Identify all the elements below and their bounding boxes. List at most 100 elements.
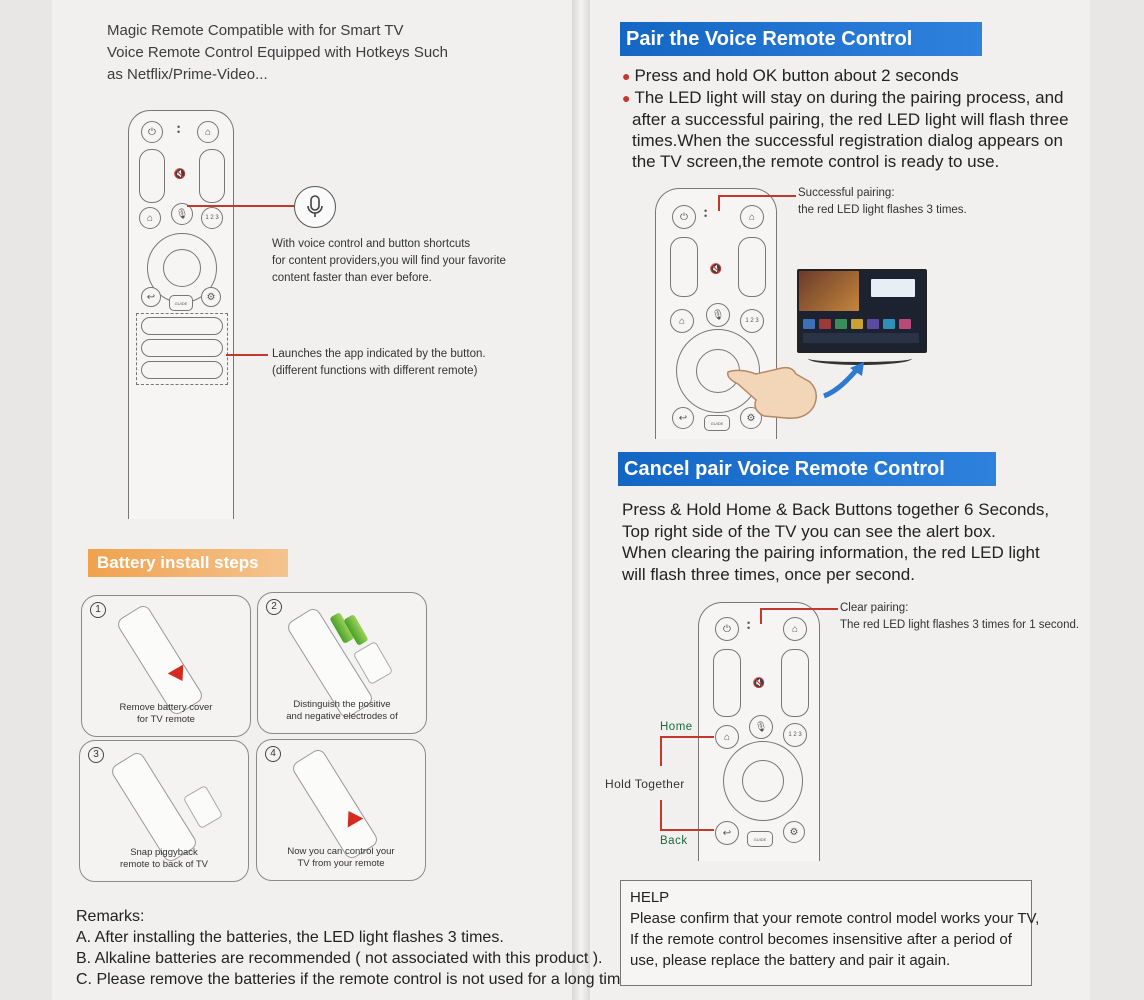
clear-callout-line-v bbox=[760, 608, 762, 624]
tv-app-tile bbox=[835, 319, 847, 329]
hold-together-label: Hold Together bbox=[605, 777, 685, 791]
pair-callout-line-2: the red LED light flashes 3 times. bbox=[798, 204, 967, 216]
mute-icon: 🔇 bbox=[173, 168, 187, 180]
led-indicator: •• bbox=[177, 122, 180, 137]
mic-icon: 🎙 bbox=[171, 203, 193, 225]
back-button: ↩ bbox=[715, 821, 739, 845]
input-icon: ⌂ bbox=[197, 121, 219, 143]
cancel-line-1: Press & Hold Home & Back Buttons togethe… bbox=[622, 500, 1050, 519]
app-callout-line-2: (different functions with different remo… bbox=[272, 365, 478, 377]
voice-callout-text: With voice control and button shortcuts … bbox=[272, 236, 506, 287]
tv-app-tile bbox=[803, 319, 815, 329]
bullet-dot: ● bbox=[622, 68, 631, 84]
pair-bullet-2-cont-3: the TV screen,the remote control is read… bbox=[632, 152, 1000, 171]
led-indicator: •• bbox=[704, 206, 707, 221]
back-label: Back bbox=[660, 835, 688, 847]
numpad-icon: 1 2 3 bbox=[740, 309, 764, 333]
remark-a: A. After installing the batteries, the L… bbox=[76, 929, 504, 946]
tv-row bbox=[803, 333, 919, 343]
help-line-1: Please confirm that your remote control … bbox=[630, 910, 1040, 927]
battery-step-1: 1 Remove battery cover for TV remote bbox=[81, 595, 251, 737]
voice-callout-line-2: for content providers,you will find your… bbox=[272, 255, 506, 267]
step-caption: Distinguish the positive and negative el… bbox=[258, 699, 426, 723]
settings-icon: ⚙ bbox=[783, 821, 805, 843]
mute-icon: 🔇 bbox=[709, 263, 723, 275]
led-indicator: •• bbox=[747, 618, 750, 633]
step-number: 3 bbox=[88, 747, 104, 763]
cancel-line-4: will flash three times, once per second. bbox=[622, 564, 915, 584]
pair-callout-line-1: Successful pairing: bbox=[798, 187, 895, 199]
step-caption: Snap piggyback remote to back of TV bbox=[80, 847, 248, 871]
ok-button bbox=[742, 760, 784, 802]
pair-callout-text: Successful pairing: the red LED light fl… bbox=[798, 185, 967, 219]
home-bracket-h bbox=[660, 736, 714, 738]
step-number: 1 bbox=[90, 602, 106, 618]
home-button: ⌂ bbox=[715, 725, 739, 749]
tv-illustration bbox=[797, 269, 927, 353]
numpad-label: 1 2 3 bbox=[205, 215, 219, 221]
back-icon: ↩ bbox=[672, 407, 694, 429]
guide-label: GUIDE bbox=[753, 836, 767, 842]
pair-callout-line-h bbox=[718, 195, 796, 197]
intro-line-3: as Netflix/Prime-Video... bbox=[107, 66, 268, 83]
app-button-1 bbox=[141, 317, 223, 335]
step-caption-line-2: TV from your remote bbox=[297, 858, 385, 869]
step-number: 2 bbox=[266, 599, 282, 615]
remote-illustration-cancel: ⏻ •• ⌂ 🔇 ⌂ 🎙 1 2 3 ↩ GUIDE ⚙ bbox=[698, 602, 820, 861]
right-page bbox=[590, 0, 1090, 1000]
home-icon: ⌂ bbox=[670, 309, 694, 333]
remote-illustration-main: ⏻ •• ⌂ 🔇 ⌂ 🎙 1 2 3 ↩ GUIDE ⚙ bbox=[128, 110, 234, 519]
battery-step-3: 3 Snap piggyback remote to back of TV bbox=[79, 740, 249, 882]
input-icon: ⌂ bbox=[740, 205, 764, 229]
help-box: HELP Please confirm that your remote con… bbox=[620, 880, 1040, 986]
home-bracket-v bbox=[660, 736, 662, 766]
voice-callout-line-1: With voice control and button shortcuts bbox=[272, 238, 471, 250]
remark-b: B. Alkaline batteries are recommended ( … bbox=[76, 950, 603, 967]
step-caption-line-1: Now you can control your bbox=[287, 846, 395, 857]
guide-icon: GUIDE bbox=[704, 415, 730, 431]
remarks-title: Remarks: bbox=[76, 908, 145, 925]
app-callout-line bbox=[226, 354, 268, 356]
remarks-block: Remarks: A. After installing the batteri… bbox=[76, 906, 634, 990]
mic-icon: 🎙 bbox=[706, 303, 730, 327]
app-callout-line-1: Launches the app indicated by the button… bbox=[272, 348, 486, 360]
remote-back-illustration bbox=[115, 602, 205, 718]
remote-back-illustration bbox=[290, 746, 380, 862]
step-caption: Now you can control your TV from your re… bbox=[257, 846, 425, 870]
home-label: Home bbox=[660, 721, 693, 733]
ok-button bbox=[163, 249, 201, 287]
app-callout-text: Launches the app indicated by the button… bbox=[272, 346, 486, 380]
numpad-label: 1 2 3 bbox=[788, 732, 802, 738]
pair-bullet-2-cont-2: times.When the successful registration d… bbox=[632, 131, 1063, 150]
clear-callout-text: Clear pairing: The red LED light flashes… bbox=[840, 600, 1079, 634]
step-caption-line-1: Distinguish the positive bbox=[293, 699, 391, 710]
tv-app-tile bbox=[851, 319, 863, 329]
channel-rocker bbox=[738, 237, 766, 297]
step-number: 4 bbox=[265, 746, 281, 762]
channel-rocker bbox=[781, 649, 809, 717]
volume-rocker bbox=[139, 149, 165, 203]
numpad-icon: 1 2 3 bbox=[201, 207, 223, 229]
voice-callout-line-3: content faster than ever before. bbox=[272, 272, 432, 284]
help-line-2: If the remote control becomes insensitiv… bbox=[630, 931, 1012, 948]
guide-icon: GUIDE bbox=[747, 831, 773, 847]
battery-section-title: Battery install steps bbox=[88, 549, 288, 577]
step-caption-line-1: Snap piggyback bbox=[130, 847, 198, 858]
step-caption-line-1: Remove battery cover bbox=[119, 702, 213, 713]
numpad-label: 1 2 3 bbox=[745, 318, 759, 324]
settings-icon: ⚙ bbox=[740, 407, 762, 429]
pair-section-title: Pair the Voice Remote Control bbox=[620, 22, 982, 56]
app-buttons-highlight bbox=[136, 313, 228, 385]
guide-icon: GUIDE bbox=[169, 295, 193, 311]
mute-icon: 🔇 bbox=[752, 677, 766, 689]
clear-callout-line-h bbox=[760, 608, 838, 610]
power-icon: ⏻ bbox=[672, 205, 696, 229]
clear-callout-line-1: Clear pairing: bbox=[840, 602, 909, 614]
pair-bullet-2: ●The LED light will stay on during the p… bbox=[622, 87, 1082, 109]
pair-bullet-1-text: Press and hold OK button about 2 seconds bbox=[634, 66, 959, 85]
back-bracket-h bbox=[660, 829, 714, 831]
mic-callout-icon bbox=[294, 186, 336, 228]
channel-rocker bbox=[199, 149, 225, 203]
app-button-3 bbox=[141, 361, 223, 379]
volume-rocker bbox=[670, 237, 698, 297]
